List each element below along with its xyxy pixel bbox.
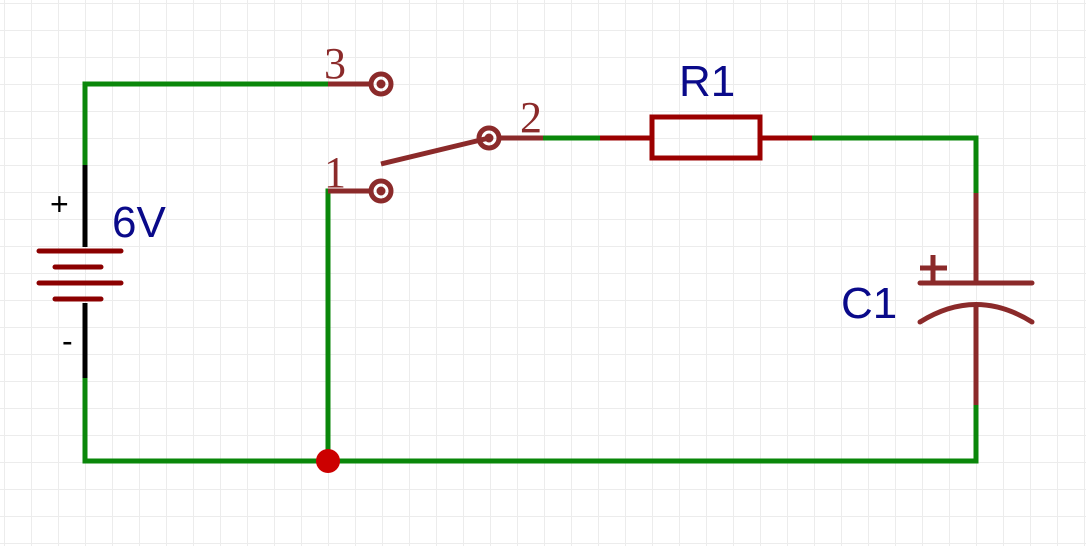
wire-r1-to-c1 xyxy=(809,135,979,196)
switch-pin3-terminal xyxy=(368,71,394,97)
resistor-label: R1 xyxy=(679,57,735,106)
wires xyxy=(82,81,979,464)
switch-pin3-label: 3 xyxy=(324,39,346,88)
junction-dot xyxy=(316,449,340,473)
wire-battery-to-pin3 xyxy=(82,81,331,168)
battery-minus-sign: - xyxy=(62,323,73,359)
switch-pin1-terminal xyxy=(368,178,394,204)
capacitor-label: C1 xyxy=(841,279,897,328)
switch-wiper xyxy=(380,135,490,167)
battery-plus-sign: + xyxy=(50,186,69,222)
switch-pin1-label: 1 xyxy=(324,148,346,197)
wire-bottom xyxy=(82,375,979,464)
switch-pin2-label: 2 xyxy=(520,93,542,142)
switch xyxy=(328,71,543,204)
battery-label: 6V xyxy=(112,198,166,247)
resistor xyxy=(600,114,812,161)
battery: + - 6V xyxy=(36,165,166,378)
capacitor xyxy=(917,193,1035,405)
